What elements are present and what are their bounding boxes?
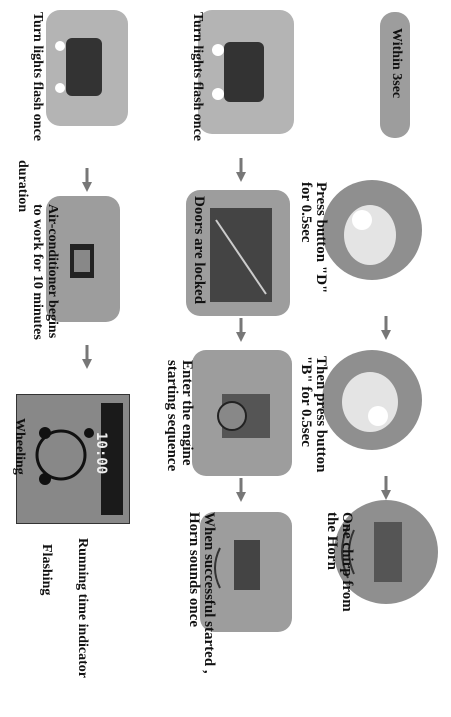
flashing-label: Flashing <box>39 544 54 596</box>
within-3sec-label: Within 3sec <box>389 28 404 99</box>
row3-step2-line1: Air-conditioner begins <box>45 204 60 339</box>
arrow-down-icon <box>381 316 391 340</box>
arrow-down-icon <box>82 345 92 369</box>
row2-step3-line1: Enter the engine <box>179 360 195 466</box>
row2-step2-line1: Doors are locked <box>191 196 207 305</box>
door-locked-image <box>186 190 290 316</box>
running-time-indicator-label: Running time indicator <box>75 538 90 679</box>
horn-sound-image <box>200 512 292 632</box>
row3-step1-line1: Turn lights flash once <box>30 12 45 142</box>
row1-step3-line1: One chirp from <box>339 512 355 612</box>
engine-start-image <box>192 350 292 476</box>
row1-step2-line2: "B" for 0.5sec <box>298 356 314 447</box>
turn-lights-flash-image <box>46 10 128 126</box>
row1-step2-line1: Then press button <box>313 356 329 473</box>
row1-step1-line1: Press button "D" <box>313 182 329 294</box>
row2-step4-line1: When successful started , <box>201 512 217 674</box>
remote-button-d-image <box>322 180 422 280</box>
row3-step1-line2: duration <box>15 160 30 213</box>
arrow-down-icon <box>381 476 391 500</box>
row3-step2-line2: to work for 10 minutes <box>30 204 45 340</box>
within-3sec-box <box>380 12 410 138</box>
lcd-time: 10:00 <box>93 432 109 475</box>
row2-step3-line2: starting sequence <box>164 360 180 472</box>
remote-button-b-image <box>322 350 422 450</box>
arrow-down-icon <box>82 168 92 192</box>
arrow-down-icon <box>236 158 246 182</box>
row2-step4-line2: Horn sounds once <box>186 512 202 628</box>
remote-lcd-display <box>16 394 130 524</box>
row1-step3-line2: the Horn <box>324 512 340 570</box>
arrow-down-icon <box>236 318 246 342</box>
row1-step1-line2: for 0.5sec <box>298 182 314 243</box>
turn-lights-flash-image <box>198 10 294 134</box>
wheeling-label: Wheeling <box>12 418 27 475</box>
air-conditioner-image <box>46 196 120 322</box>
arrow-down-icon <box>236 478 246 502</box>
row2-step1-line1: Turn lights flash once <box>190 12 205 142</box>
horn-chirp-image <box>334 500 438 604</box>
